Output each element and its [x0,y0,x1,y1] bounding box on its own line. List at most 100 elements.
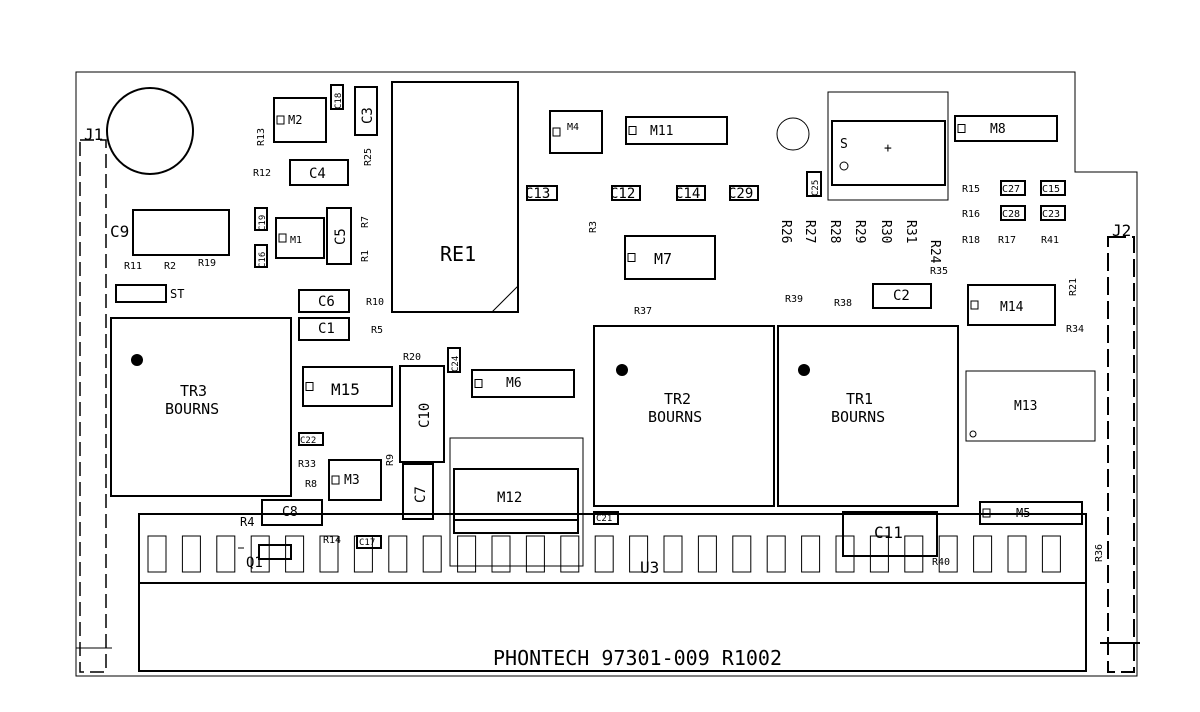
resistor-r25: R25 [363,148,374,166]
j2-connector [1107,236,1135,673]
module-m1-label: M1 [290,235,302,246]
capacitor-c18-label: C18 [334,93,344,109]
capacitor-c21 [593,511,619,525]
capacitor-c28-label: C28 [1002,209,1020,220]
board-outline [75,71,1138,677]
resistor-r13: R13 [256,128,267,146]
module-m8-label: M8 [990,122,1006,137]
capacitor-c10-label: C10 [417,403,433,428]
capacitor-c9 [132,209,230,256]
header-pad [663,535,683,573]
header-pad [973,535,993,573]
m12-label: M12 [497,490,522,506]
capacitor-c2 [872,283,932,309]
capacitor-c13-label: C13 [525,186,550,202]
capacitor-c11 [842,511,938,557]
capacitor-c4 [289,159,349,186]
module-m4 [549,110,603,154]
module-m7-pin1 [627,253,636,262]
tr2-label: TR2 [664,390,691,408]
capacitor-c9-label: C9 [110,222,129,241]
u3-label: U3 [640,558,659,577]
tr3-label: TR3 [180,382,207,400]
resistor-r41: R41 [1041,235,1059,246]
capacitor-c29-label: C29 [728,186,753,202]
resistor-r8: R8 [305,479,317,490]
pot-marker: S [840,137,848,152]
module-m3-label: M3 [344,473,360,488]
m12-module [453,468,579,534]
tr3-maker: BOURNS [165,400,219,418]
module-m14-pin1 [970,300,979,310]
header-pad [629,535,649,573]
capacitor-c24-label: C24 [451,356,461,372]
resistor-r9: R9 [385,454,396,466]
capacitor-c7-label: C7 [413,486,429,503]
capacitor-c21-label: C21 [596,514,612,524]
resistor-r17: R17 [998,235,1016,246]
capacitor-c19 [254,207,268,231]
capacitor-c15 [1040,180,1066,196]
j2-label: J2 [1112,221,1131,240]
resistor-r3: R3 [588,221,599,233]
module-m7-label: M7 [654,250,672,268]
capacitor-c7 [402,463,434,520]
resistor-r15: R15 [962,184,980,195]
module-m2-label: M2 [288,113,302,127]
j1-label: J1 [84,125,103,144]
tr2-maker: BOURNS [648,408,702,426]
tr2-transformer [593,325,775,507]
resistor-r39: R39 [785,294,803,305]
module-m6-label: M6 [506,376,522,391]
resistor-r1: R1 [360,250,371,262]
capacitor-c17-label: C17 [359,538,375,548]
capacitor-c27 [1000,180,1026,196]
capacitor-c14-label: C14 [675,186,700,202]
small-circle [776,117,810,151]
capacitor-c12 [611,185,641,201]
q1-transistor [258,544,292,560]
capacitor-c22 [298,432,324,446]
resistor-r16: R16 [962,209,980,220]
header-pad [938,535,958,573]
capacitor-c6 [298,289,350,313]
tr1-label: TR1 [846,390,873,408]
resistor-r18: R18 [962,235,980,246]
module-m15-pin1 [305,382,314,391]
header-pad [732,535,752,573]
module-m2 [273,97,327,143]
tr3-transformer [110,317,292,497]
header-pad [1041,535,1061,573]
resistor-r4: R4 [240,515,254,529]
resistor-r29: R29 [852,220,867,243]
header-pad [250,535,270,573]
header-pad [388,535,408,573]
capacitor-c2-label: C2 [893,288,910,304]
capacitor-c3-label: C3 [360,107,376,124]
re1-relay [391,81,519,313]
st-label: ST [170,287,184,301]
module-m3-pin1 [331,475,340,485]
header-pad [766,535,786,573]
capacitor-c10 [399,365,445,463]
resistor-r20: R20 [403,352,421,363]
module-m11-pin1 [628,126,637,135]
capacitor-c27-label: C27 [1002,184,1020,195]
module-m11 [625,116,728,145]
capacitor-c1 [298,317,350,341]
capacitor-c8-label: C8 [282,505,298,520]
module-m6 [471,369,575,398]
module-m8 [954,115,1058,142]
mounting-circle [106,87,194,175]
header-pad [525,535,545,573]
resistor-r26: R26 [778,220,793,243]
header-pad [801,535,821,573]
module-m7 [624,235,716,280]
resistor-r27: R27 [802,220,817,243]
m13-module [965,370,1096,442]
header-pad [835,535,855,573]
module-m15 [302,366,393,407]
module-m14-label: M14 [1000,300,1024,315]
board-label: PHONTECH 97301-009 R1002 [493,646,782,670]
